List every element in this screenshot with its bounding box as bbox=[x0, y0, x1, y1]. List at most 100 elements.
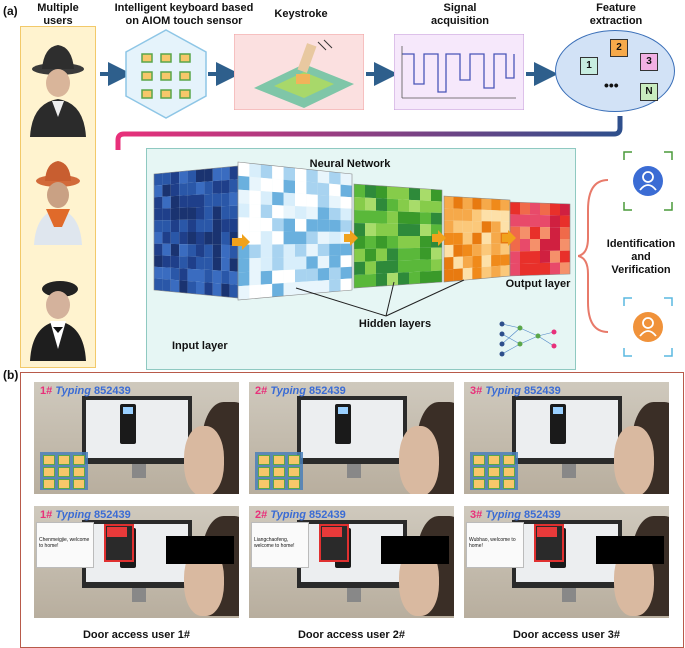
user-avatar-3 bbox=[30, 281, 86, 361]
nn-title: Neural Network bbox=[309, 158, 391, 170]
welcome-message: Wubhao, welcome to home! bbox=[469, 537, 516, 549]
feature-box-3: 3 bbox=[640, 53, 658, 71]
device-zoom-display bbox=[537, 527, 557, 537]
sensor-key bbox=[288, 479, 300, 489]
photo-title: 1# Typing 852439 bbox=[40, 385, 131, 397]
feature-box-1: 1 bbox=[580, 57, 598, 75]
user-number: 2# bbox=[255, 385, 268, 397]
device-zoom-display bbox=[107, 527, 127, 537]
sensor-key bbox=[473, 455, 485, 465]
photo-title: 2# Typing 852439 bbox=[255, 385, 346, 397]
sensor-key bbox=[58, 455, 70, 465]
sensor-key bbox=[273, 479, 285, 489]
user-number: 1# bbox=[40, 385, 53, 397]
monitor-screen bbox=[86, 400, 188, 458]
monitor-stand bbox=[562, 464, 576, 478]
hidden-layer-2 bbox=[353, 183, 443, 289]
monitor-stand bbox=[347, 464, 361, 478]
sensor-key bbox=[473, 479, 485, 489]
user-avatar-2 bbox=[34, 161, 82, 245]
signal-title: Signal acquisition bbox=[430, 2, 490, 27]
sensor-key bbox=[488, 467, 500, 477]
typed-code: 852439 bbox=[309, 509, 346, 521]
sensor-key bbox=[273, 455, 285, 465]
door-access-photo-5: Liangchaofeng, welcome to home!2# Typing… bbox=[249, 506, 454, 618]
signal-plot bbox=[394, 34, 524, 110]
face-censor-box bbox=[166, 536, 234, 564]
welcome-message: Chenmeigjie, welcome to home! bbox=[39, 537, 90, 549]
monitor-screen bbox=[301, 400, 403, 458]
sensor-key bbox=[73, 467, 85, 477]
mini-network-icon bbox=[499, 321, 557, 357]
input-layer bbox=[153, 165, 239, 299]
welcome-popup: Chenmeigjie, welcome to home! bbox=[36, 522, 94, 568]
user-verified-icon-blue bbox=[623, 297, 673, 357]
typed-code: 852439 bbox=[94, 509, 131, 521]
sensor-key bbox=[43, 467, 55, 477]
feature-title: Feature extraction bbox=[589, 2, 643, 27]
typed-code: 852439 bbox=[309, 385, 346, 397]
sensor-key bbox=[503, 479, 515, 489]
monitor-stand bbox=[347, 588, 361, 602]
feature-extraction-ellipse: 1 2 3 ••• N bbox=[555, 30, 675, 112]
keystroke-illustration bbox=[234, 34, 364, 110]
user-number: 3# bbox=[470, 509, 483, 521]
sensor-key bbox=[258, 467, 270, 477]
sensor-key bbox=[488, 479, 500, 489]
feature-dots: ••• bbox=[604, 77, 619, 93]
sensor-key bbox=[43, 479, 55, 489]
device-display bbox=[338, 407, 348, 414]
welcome-popup: Wubhao, welcome to home! bbox=[466, 522, 524, 568]
input-layer-label: Input layer bbox=[172, 340, 228, 352]
user-number: 2# bbox=[255, 509, 268, 521]
photo-title: 1# Typing 852439 bbox=[40, 509, 131, 521]
panel-b-label: (b) bbox=[3, 368, 19, 382]
sensor-key bbox=[58, 467, 70, 477]
typed-code: 852439 bbox=[524, 509, 561, 521]
photo-title: 3# Typing 852439 bbox=[470, 509, 561, 521]
output-layer-label: Output layer bbox=[505, 278, 571, 290]
layer-arrow-3 bbox=[432, 230, 446, 246]
nn-layers bbox=[153, 161, 571, 357]
photo-title: 2# Typing 852439 bbox=[255, 509, 346, 521]
typing-label: Typing bbox=[55, 509, 91, 521]
users-title: Multiple users bbox=[37, 2, 79, 27]
identification-icons bbox=[578, 151, 673, 357]
keystroke-title: Keystroke bbox=[274, 8, 328, 20]
person-face bbox=[184, 426, 224, 494]
typing-label: Typing bbox=[270, 385, 306, 397]
hidden-layer-3 bbox=[443, 195, 511, 283]
sensor-key bbox=[273, 467, 285, 477]
feature-box-2: 2 bbox=[610, 39, 628, 57]
monitor-stand bbox=[132, 464, 146, 478]
sensor-key bbox=[288, 467, 300, 477]
sensor-key bbox=[473, 467, 485, 477]
welcome-popup: Liangchaofeng, welcome to home! bbox=[251, 522, 309, 568]
layer-arrow-1 bbox=[232, 234, 250, 250]
sensor-key bbox=[288, 455, 300, 465]
typed-code: 852439 bbox=[524, 385, 561, 397]
sensor-key bbox=[258, 479, 270, 489]
door-access-photo-6: Wubhao, welcome to home! 3# Typing 852439 bbox=[464, 506, 669, 618]
users-panel bbox=[20, 26, 96, 368]
typing-label: Typing bbox=[485, 385, 521, 397]
caption-user-3: Door access user 3# bbox=[512, 629, 620, 641]
door-access-device bbox=[550, 404, 566, 444]
door-access-device bbox=[120, 404, 136, 444]
hidden-layers-label: Hidden layers bbox=[358, 318, 432, 330]
monitor-stand bbox=[132, 588, 146, 602]
sensor-key bbox=[503, 467, 515, 477]
door-access-photo-3: 3# Typing 852439 bbox=[464, 382, 669, 494]
sensor-key bbox=[488, 455, 500, 465]
typing-label: Typing bbox=[55, 385, 91, 397]
monitor-stand bbox=[562, 588, 576, 602]
output-layer bbox=[509, 201, 571, 277]
monitor-screen bbox=[516, 400, 618, 458]
typed-code: 852439 bbox=[94, 385, 131, 397]
door-access-photo-4: Chenmeigjie, welcome to home! 1# Typing 8… bbox=[34, 506, 239, 618]
user-verified-icon-green bbox=[623, 151, 673, 211]
sensor-key bbox=[58, 479, 70, 489]
door-access-photo-1: 1# Typing 852439 bbox=[34, 382, 239, 494]
feature-box-n: N bbox=[640, 83, 658, 101]
sensor-key bbox=[258, 455, 270, 465]
